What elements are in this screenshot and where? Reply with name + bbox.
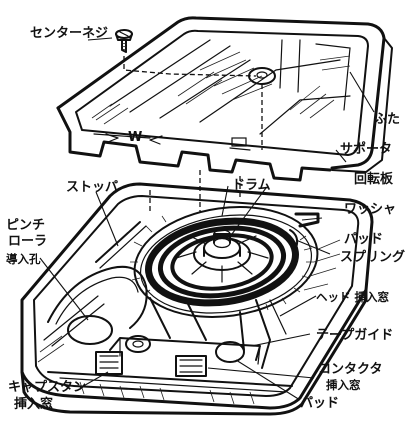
label-capstan-1: キャプスタン [8, 380, 87, 395]
label-contactor-2: 挿入窓 [326, 378, 361, 392]
label-supporter: サポータ [340, 142, 393, 157]
label-drum: ドラム [232, 178, 271, 193]
label-pinch-roller-2: ローラ [8, 234, 48, 249]
label-pinch-roller-3: 導入孔 [6, 252, 41, 266]
label-pinch-roller-1: ピンチ [6, 218, 46, 233]
label-stopper: ストッパ [66, 180, 119, 195]
lid-drawing [56, 16, 393, 182]
label-capstan-2: 挿入窓 [14, 397, 54, 412]
label-center-screw: センターネジ [30, 26, 109, 41]
base-drawing [20, 182, 374, 416]
label-lid: ふた [374, 112, 401, 127]
label-pad-spring-1: パッド [344, 232, 384, 247]
leader-lines [39, 37, 375, 401]
label-rotating-plate: 回転板 [354, 172, 394, 187]
label-tape-guide: テープガイド [316, 328, 394, 343]
center-screw-drawing [115, 29, 133, 53]
label-pad: パッド [300, 396, 340, 411]
label-w: W [128, 130, 143, 145]
label-head-window: ヘッド 挿入窓 [316, 290, 390, 304]
label-pad-spring-2: スプリング [340, 250, 406, 265]
label-washer: ワッシャ [344, 202, 397, 217]
label-contactor-1: コンタクタ [318, 362, 383, 377]
